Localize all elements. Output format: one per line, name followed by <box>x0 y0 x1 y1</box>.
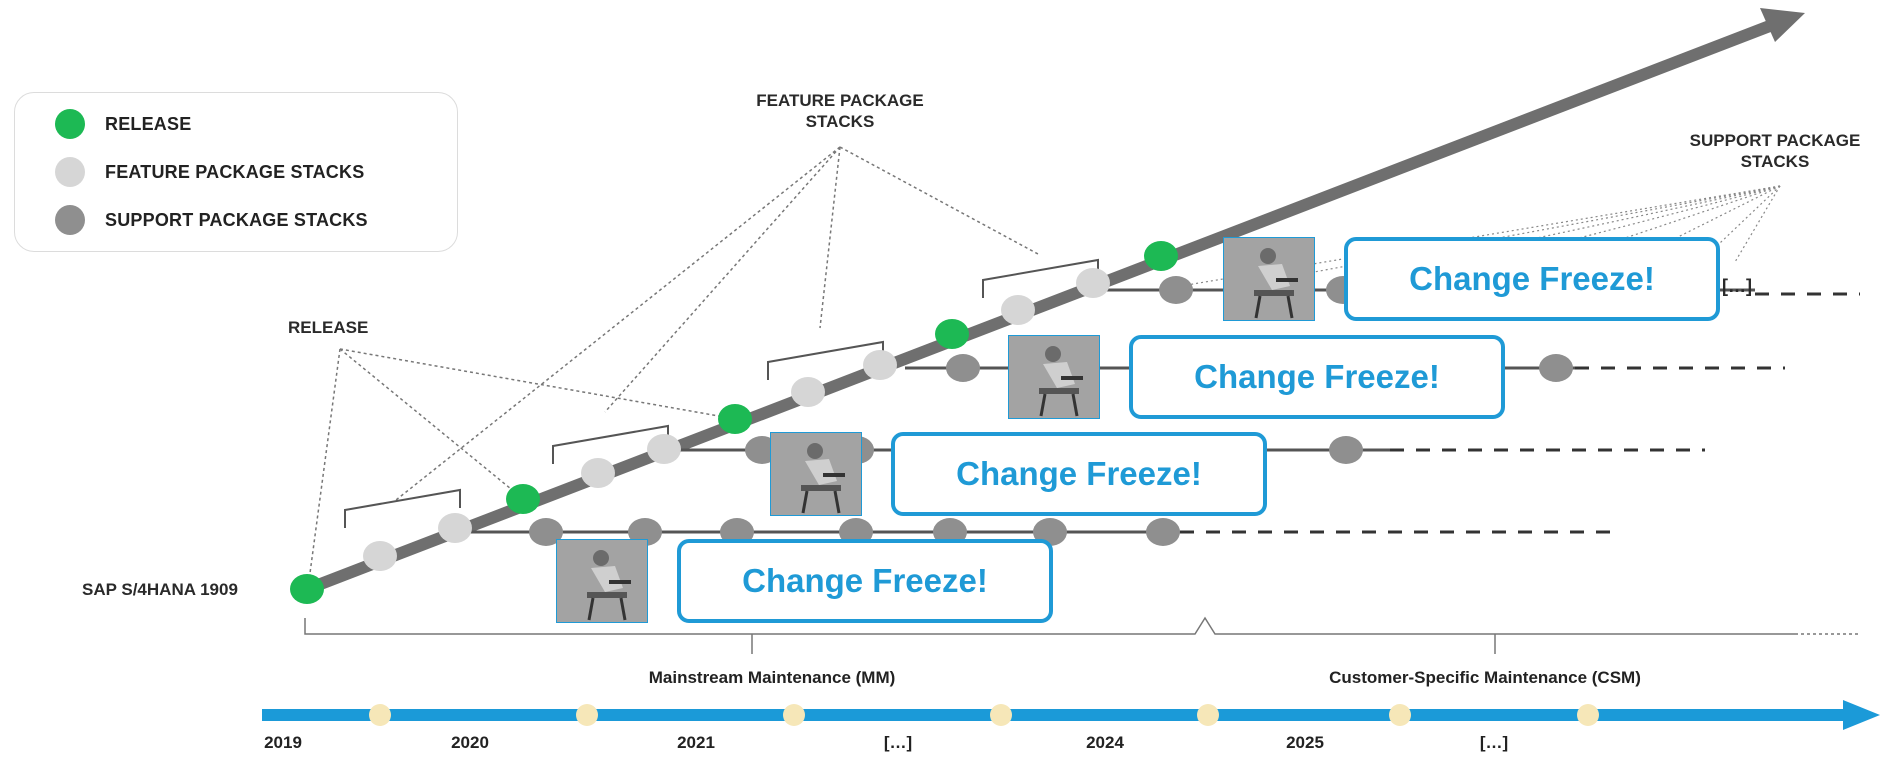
timeline-year-label: 2021 <box>677 733 715 752</box>
timeline-year-label: […] <box>883 733 913 752</box>
stressed-worker-photo <box>770 432 862 516</box>
person-at-laptop-icon <box>557 540 647 622</box>
timeline-year-label: 2024 <box>1086 733 1124 752</box>
maintenance-brackets <box>304 616 1860 654</box>
stressed-worker-photo <box>1223 237 1315 321</box>
release-dot-icon <box>55 109 85 139</box>
legend: RELEASE FEATURE PACKAGE STACKS SUPPORT P… <box>14 92 458 252</box>
legend-item-support: SUPPORT PACKAGE STACKS <box>55 205 368 235</box>
release-callout-label: RELEASE <box>288 318 369 337</box>
start-release-label: SAP S/4HANA 1909 <box>82 580 238 599</box>
change-freeze-callout: Change Freeze! <box>891 432 1267 516</box>
change-freeze-callout: Change Freeze! <box>1344 237 1720 321</box>
fps-callout-label: FEATURE PACKAGE STACKS <box>725 90 955 132</box>
fps-callout-lines <box>395 146 1039 501</box>
mainstream-maintenance-label: Mainstream Maintenance (MM) <box>648 668 896 687</box>
person-at-laptop-icon <box>771 433 861 515</box>
release-callout-lines <box>307 348 731 589</box>
timeline-arrow <box>262 700 1880 730</box>
feature-package-dots <box>363 268 1110 571</box>
fps-callout-line2: STACKS <box>805 112 875 131</box>
timeline-year-label: […] <box>1479 733 1509 752</box>
legend-item-feature: FEATURE PACKAGE STACKS <box>55 157 364 187</box>
sps-callout-label: SUPPORT PACKAGE STACKS <box>1660 130 1890 172</box>
sps-callout-line2: STACKS <box>1740 152 1810 171</box>
legend-label: SUPPORT PACKAGE STACKS <box>105 209 368 230</box>
release-dots <box>290 241 1178 604</box>
stressed-worker-photo <box>556 539 648 623</box>
timeline-year-label: 2025 <box>1286 733 1324 752</box>
timeline-year-label: 2019 <box>264 733 302 752</box>
legend-item-release: RELEASE <box>55 109 191 139</box>
sps-callout-line1: SUPPORT PACKAGE <box>1689 131 1861 150</box>
change-freeze-callout: Change Freeze! <box>677 539 1053 623</box>
main-release-arrow <box>302 8 1805 596</box>
legend-label: FEATURE PACKAGE STACKS <box>105 161 365 182</box>
person-at-laptop-icon <box>1224 238 1314 320</box>
timeline-year-label: 2020 <box>451 733 489 752</box>
feature-dot-icon <box>55 157 85 187</box>
stressed-worker-photo <box>1008 335 1100 419</box>
ellipsis-top-label: […] <box>1722 276 1752 296</box>
change-freeze-callout: Change Freeze! <box>1129 335 1505 419</box>
support-dot-icon <box>55 205 85 235</box>
person-at-laptop-icon <box>1009 336 1099 418</box>
customer-maintenance-label: Customer-Specific Maintenance (CSM) <box>1329 668 1641 687</box>
legend-label: RELEASE <box>105 113 192 134</box>
fps-callout-line1: FEATURE PACKAGE <box>756 91 924 110</box>
